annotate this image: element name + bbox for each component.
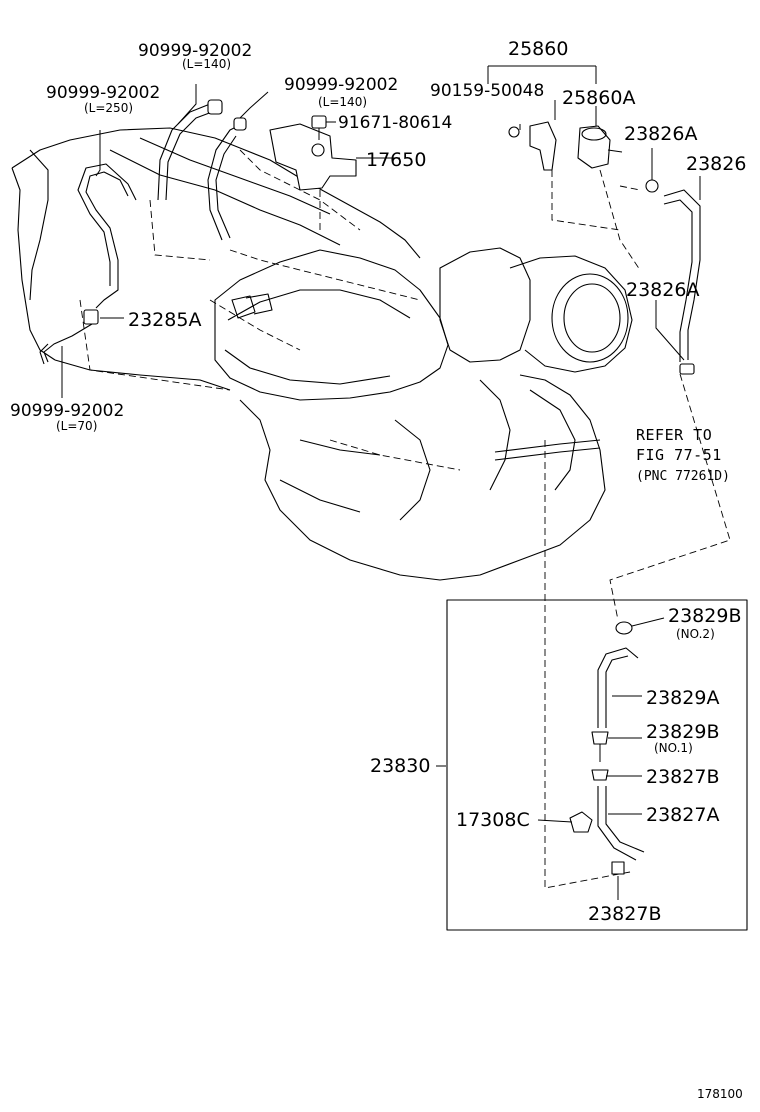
label-l140-mid: (L=140)	[318, 95, 367, 109]
label-17650: 17650	[366, 149, 426, 171]
damper-23285a-drawing	[43, 309, 99, 363]
label-23827a: 23827A	[646, 804, 719, 826]
engine-assembly-drawing	[11, 127, 633, 581]
label-23826a-top: 23826A	[624, 123, 697, 145]
label-23827b-top: 23827B	[646, 766, 719, 788]
inset-parts-drawing	[569, 621, 645, 875]
egr-valve-25860a-drawing	[577, 125, 623, 169]
label-90999-92002-top: 90999-92002	[138, 41, 252, 61]
label-l250: (L=250)	[84, 101, 133, 115]
label-l70: (L=70)	[56, 419, 97, 433]
label-25860a: 25860A	[562, 87, 635, 109]
label-25860: 25860	[508, 38, 568, 60]
bracket-25860-drawing	[508, 121, 557, 171]
label-90999-92002-left: 90999-92002	[46, 83, 160, 103]
clamp-23826a-top-drawing	[645, 179, 659, 193]
label-l140-top: (L=140)	[182, 57, 231, 71]
label-23827b-bottom: 23827B	[588, 903, 661, 925]
label-23830: 23830	[370, 755, 430, 777]
hose-90999-92002-l140-mid-drawing	[207, 117, 247, 241]
part-labels: 90999-92002 (L=140) 90999-92002 (L=250) …	[10, 38, 746, 1101]
hose-23826-drawing	[663, 189, 701, 362]
figure-number: 178100	[697, 1087, 743, 1101]
label-no2: (NO.2)	[676, 627, 715, 641]
refer-to-line1: REFER TO	[636, 426, 712, 444]
leader-lines	[61, 65, 701, 900]
label-23829b-mid: 23829B	[646, 721, 719, 743]
label-17308c: 17308C	[456, 809, 530, 831]
clamp-23826a-mid-drawing	[679, 363, 695, 375]
label-23829b-top: 23829B	[668, 605, 741, 627]
hose-90999-92002-l250-drawing	[77, 163, 137, 309]
vsv-17650-drawing	[269, 123, 357, 191]
label-90159-50048: 90159-50048	[430, 81, 544, 101]
refer-to-line2: FIG 77-51	[636, 446, 722, 464]
label-90999-92002-bottom: 90999-92002	[10, 401, 124, 421]
refer-to-line3: (PNC 77261D)	[636, 469, 730, 484]
label-23829a: 23829A	[646, 687, 719, 709]
label-23285a: 23285A	[128, 309, 201, 331]
connection-lines	[79, 149, 731, 889]
label-no1: (NO.1)	[654, 741, 693, 755]
label-91671-80614: 91671-80614	[338, 113, 452, 133]
detail-box-23830	[446, 599, 748, 931]
label-90999-92002-mid: 90999-92002	[284, 75, 398, 95]
label-23826: 23826	[686, 153, 746, 175]
label-23826a-mid: 23826A	[626, 279, 699, 301]
hose-90999-92002-l70-drawing	[39, 343, 49, 365]
